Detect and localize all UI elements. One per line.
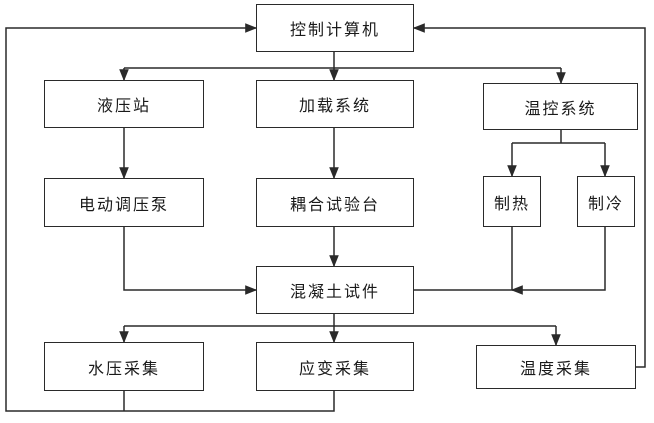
node-hydraulic-station: 液压站: [44, 80, 204, 128]
edge-pump-to-specimen: [124, 227, 256, 290]
node-strain-acquisition: 应变采集: [256, 342, 414, 391]
node-loading-system: 加载系统: [256, 80, 414, 128]
edge-heating-to-specimen: [414, 227, 512, 290]
node-cooling: 制冷: [577, 176, 635, 227]
node-electric-pump: 电动调压泵: [44, 178, 204, 227]
node-control-computer: 控制计算机: [256, 4, 414, 52]
edge-cooling-to-specimen: [512, 227, 605, 290]
node-water-pressure-acquisition: 水压采集: [44, 342, 204, 391]
node-coupled-test-bench: 耦合试验台: [256, 178, 414, 227]
node-concrete-specimen: 混凝土试件: [256, 266, 414, 314]
node-temp-control-system: 温控系统: [483, 83, 638, 130]
node-heating: 制热: [483, 176, 541, 227]
node-temperature-acquisition: 温度采集: [476, 345, 636, 389]
